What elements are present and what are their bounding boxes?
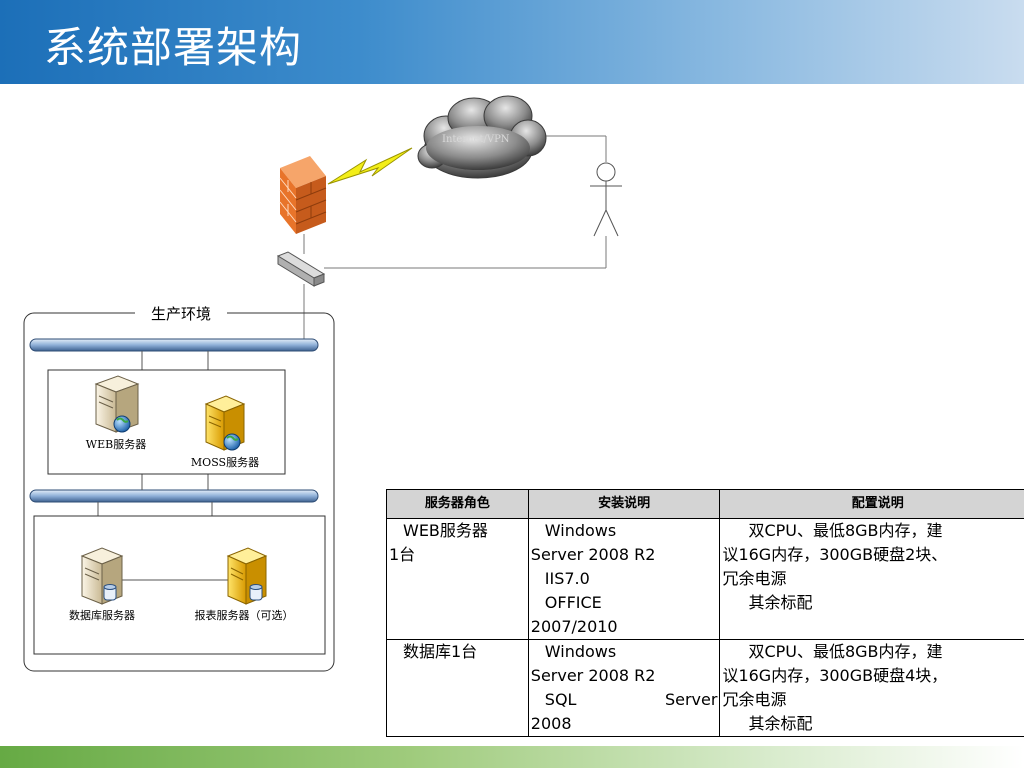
db-server-icon [80, 547, 124, 605]
table-header-row: 服务器角色 安装说明 配置说明 [386, 489, 1024, 519]
report-server-label: 报表服务器（可选） [195, 608, 294, 622]
zone-label: 生产环境 [151, 305, 211, 323]
text-line: Server 2008 R2 [530, 545, 656, 564]
cell-config: 双CPU、最低8GB内存，建 议16G内存，300GB硬盘4块， 冗余电源 其余… [719, 639, 1024, 737]
network-bus-bottom [29, 489, 319, 503]
text-line: OFFICE [544, 593, 602, 612]
text-word: Server [664, 690, 718, 709]
table-row: 数据库1台 Windows Server 2008 R2 SQL Server … [386, 639, 1024, 737]
server-spec-table: 服务器角色 安装说明 配置说明 WEB服务器 1台 Windows Server… [386, 489, 1024, 737]
table-row: WEB服务器 1台 Windows Server 2008 R2 IIS7.0 … [386, 518, 1024, 640]
text-line: Windows [544, 642, 617, 661]
text-line: 2007/2010 [530, 617, 618, 636]
text-line: 议16G内存，300GB硬盘4块， [722, 666, 948, 685]
cell-role: 数据库1台 [386, 639, 529, 737]
title-bar: 系统部署架构 [0, 0, 1024, 84]
zone-label-bg [135, 303, 227, 323]
text-line: 双CPU、最低8GB内存，建 [748, 642, 943, 661]
cell-install: Windows Server 2008 R2 SQL Server 2008 [527, 639, 721, 737]
footer-bar [0, 746, 1024, 768]
user-icon [590, 162, 622, 237]
switch-icon [276, 251, 326, 287]
text-line: 其余标配 [748, 593, 813, 612]
moss-server-icon [204, 395, 246, 451]
cell-config: 双CPU、最低8GB内存，建 议16G内存，300GB硬盘2块、 冗余电源 其余… [719, 518, 1024, 640]
architecture-diagram: Internet/VPN 生产环境 [23, 95, 622, 672]
web-server-icon [94, 375, 140, 433]
text-line: 双CPU、最低8GB内存，建 [748, 521, 943, 540]
text-line: 冗余电源 [722, 690, 787, 709]
text-line: Server 2008 R2 [530, 666, 656, 685]
moss-server-label: MOSS服务器 [191, 456, 259, 469]
db-server-label: 数据库服务器 [69, 608, 135, 622]
text-line: IIS7.0 [544, 569, 590, 588]
text-line: WEB服务器 [403, 521, 488, 540]
text-line: 冗余电源 [722, 569, 787, 588]
web-server-label: WEB服务器 [86, 438, 146, 451]
text-line: 1台 [389, 545, 416, 564]
header-role: 服务器角色 [386, 489, 529, 519]
text-line: Windows [544, 521, 617, 540]
slide-title: 系统部署架构 [44, 23, 303, 72]
firewall-icon [279, 156, 327, 234]
network-bus-top [29, 338, 319, 352]
text-line: 2008 [530, 714, 572, 733]
cloud-label: Internet/VPN [442, 134, 510, 145]
text-word: SQL [544, 690, 577, 709]
text-line: 其余标配 [748, 714, 813, 733]
cell-install: Windows Server 2008 R2 IIS7.0 OFFICE 200… [527, 518, 721, 640]
cell-role: WEB服务器 1台 [386, 518, 529, 640]
header-config: 配置说明 [719, 489, 1024, 519]
report-server-icon [226, 547, 268, 605]
db-server-group [33, 515, 326, 655]
text-line: 议16G内存，300GB硬盘2块、 [722, 545, 948, 564]
lightning-icon [327, 147, 413, 185]
header-install: 安装说明 [527, 489, 721, 519]
text-line: SQL Server [531, 688, 718, 712]
cloud-icon: Internet/VPN [417, 95, 547, 179]
text-line: 数据库1台 [403, 642, 478, 661]
app-server-group [47, 369, 286, 475]
